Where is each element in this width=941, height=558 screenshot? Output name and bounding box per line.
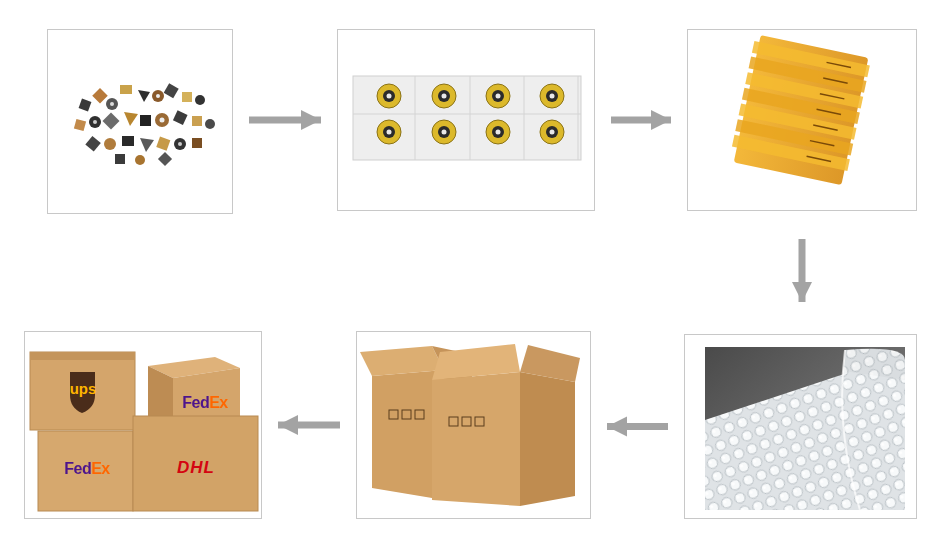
- photo-panel: upsFedExFedExDHL: [24, 331, 262, 519]
- fedex-logo: FedEx: [64, 461, 110, 477]
- flow-arrow: [607, 423, 668, 430]
- photo-panel: [337, 29, 595, 211]
- courier-boxes: [30, 352, 258, 511]
- flow-arrow: [611, 117, 671, 124]
- flow-arrow: [799, 239, 806, 302]
- photo-panel: [687, 29, 917, 211]
- insert-tray: [353, 76, 581, 160]
- photo-panel: [47, 29, 233, 214]
- fedex-logo: FedEx: [182, 395, 228, 411]
- cartons: [360, 344, 580, 506]
- bubble-wrap: [705, 347, 905, 510]
- photo-panel: [684, 334, 917, 519]
- flow-arrow: [278, 422, 340, 429]
- ups-logo: ups: [70, 381, 97, 396]
- photo-panel: [356, 331, 591, 519]
- tube-packs: [729, 34, 871, 186]
- dhl-logo: DHL: [177, 459, 215, 476]
- inserts-pile: [74, 83, 215, 166]
- flow-arrow: [249, 117, 321, 124]
